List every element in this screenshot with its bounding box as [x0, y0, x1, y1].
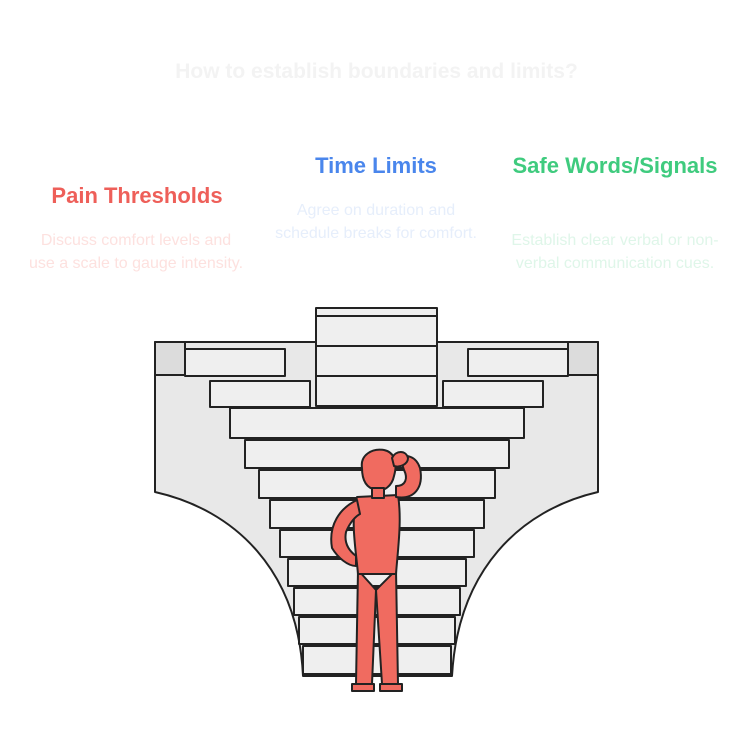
head — [360, 448, 397, 492]
neck — [371, 487, 385, 499]
left-step-top-1 — [184, 348, 286, 377]
right-shoe — [379, 683, 403, 692]
left-leg — [355, 569, 377, 685]
left-step-top-2 — [209, 380, 311, 408]
left-arm — [330, 499, 361, 567]
right-step-top-2 — [442, 380, 544, 408]
right-step-top-1 — [467, 348, 569, 377]
right-step-1 — [567, 341, 599, 376]
tower-block-1 — [315, 315, 438, 347]
time-limits-description: Agree on duration and schedule breaks fo… — [275, 202, 477, 242]
stair-9 — [302, 645, 452, 675]
left-step-1 — [154, 341, 186, 376]
diagram-title: How to establish boundaries and limits? — [175, 60, 578, 83]
hand — [391, 451, 409, 468]
tower-block-3 — [315, 375, 438, 407]
stair-8 — [298, 616, 456, 645]
person-figure — [330, 448, 422, 692]
safe-words-heading: Safe Words/Signals — [512, 153, 718, 178]
torso — [352, 494, 401, 575]
stair-1 — [229, 407, 525, 439]
time-limits-heading: Time Limits — [315, 153, 437, 178]
left-shoe — [351, 683, 375, 692]
tower-top — [315, 307, 438, 317]
pain-thresholds-heading: Pain Thresholds — [51, 183, 223, 208]
safe-words-description: Establish clear verbal or non-verbal com… — [511, 232, 719, 272]
tower-block-2 — [315, 345, 438, 377]
pain-thresholds-description: Discuss comfort levels and use a scale t… — [28, 232, 244, 272]
